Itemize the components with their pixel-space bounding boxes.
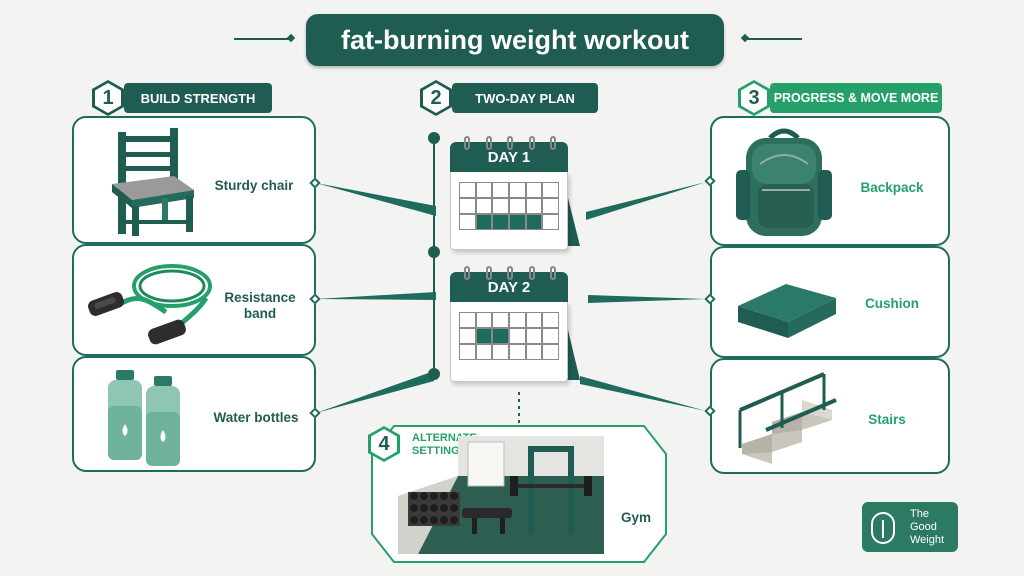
connector-stairs xyxy=(580,376,706,411)
connector-cushion xyxy=(588,295,706,303)
connector-chair xyxy=(316,183,436,216)
logo-text: The Good Weight xyxy=(910,508,944,547)
logo-line-2: Good xyxy=(910,521,937,533)
calendar-cell xyxy=(459,312,476,328)
section-4-label-line2: SETTING xyxy=(412,445,460,457)
section-3-label: PROGRESS & MOVE MORE xyxy=(770,83,942,113)
calendar-cell xyxy=(475,344,493,360)
connector-backpack xyxy=(586,182,706,220)
calendar-cell xyxy=(542,198,559,214)
item-card-backpack: Backpack xyxy=(710,116,950,246)
title-decoration-left xyxy=(234,38,292,40)
calendar-cell xyxy=(459,182,476,198)
gym-icon xyxy=(398,436,604,554)
calendar-cell-workout xyxy=(475,214,493,230)
timeline-dot xyxy=(428,246,440,258)
calendar-cell xyxy=(459,214,476,230)
calendar-cell xyxy=(542,214,559,230)
section-1-label: BUILD STRENGTH xyxy=(124,83,272,113)
calendar-cell xyxy=(508,312,526,328)
item-card-stairs: Stairs xyxy=(710,358,950,474)
calendar-cell xyxy=(508,182,526,198)
title-decoration-right xyxy=(744,38,802,40)
calendar-cell xyxy=(475,312,493,328)
section-2-badge: 2 xyxy=(420,80,452,116)
calendar-cell-workout xyxy=(508,214,526,230)
calendar-cell xyxy=(525,344,543,360)
section-2-number: 2 xyxy=(423,83,449,113)
calendar-cell-workout xyxy=(492,214,509,230)
calendar-cell xyxy=(508,328,526,344)
logo-line-1: The xyxy=(910,508,929,520)
item-card-chair: Sturdy chair xyxy=(72,116,316,244)
calendar-cell xyxy=(525,182,543,198)
calendar-cell-workout xyxy=(475,328,493,344)
calendar-cell xyxy=(525,198,543,214)
section-2-label: TWO-DAY PLAN xyxy=(452,83,598,113)
calendar-cell xyxy=(492,182,509,198)
section-1-number: 1 xyxy=(95,83,121,113)
calendar-cell xyxy=(475,198,493,214)
calendar-cell xyxy=(525,312,543,328)
item-card-bottles: Water bottles xyxy=(72,356,316,472)
item-label-stairs: Stairs xyxy=(868,412,906,427)
calendar-cell xyxy=(492,344,509,360)
calendar-cell xyxy=(542,312,559,328)
calendar-cell xyxy=(525,328,543,344)
item-card-band: Resistance band xyxy=(72,244,316,356)
timeline-dot xyxy=(428,132,440,144)
calendar-day-1-grid xyxy=(459,182,559,230)
calendar-cell xyxy=(459,198,476,214)
item-label-gym: Gym xyxy=(620,510,651,525)
calendar-day-2-grid xyxy=(459,312,559,360)
calendar-cell xyxy=(542,182,559,198)
backpack-icon xyxy=(736,128,832,236)
calendar-cell xyxy=(475,182,493,198)
section-3-number: 3 xyxy=(741,83,767,113)
cushion-icon xyxy=(738,284,836,338)
calendar-cell xyxy=(459,328,476,344)
item-label-cushion: Cushion xyxy=(865,296,919,311)
item-label-band: Resistance band xyxy=(224,290,296,321)
calendar-cell xyxy=(508,344,526,360)
resistance-band-icon xyxy=(88,264,212,345)
scale-logo-icon xyxy=(871,512,895,544)
timeline-dot xyxy=(428,368,440,380)
section-4-badge: 4 xyxy=(368,426,400,462)
calendar-day-1-body xyxy=(450,172,568,250)
stairs-icon xyxy=(738,372,837,464)
calendar-cell xyxy=(492,312,509,328)
calendar-cell-workout xyxy=(492,328,509,344)
chair-icon xyxy=(112,128,194,236)
calendar-day-2-body xyxy=(450,302,568,382)
logo-line-3: Weight xyxy=(910,534,945,546)
calendar-cell xyxy=(508,198,526,214)
item-label-backpack: Backpack xyxy=(860,180,924,195)
calendar-cell xyxy=(542,344,559,360)
calendar-cell xyxy=(542,328,559,344)
calendar-cell-workout xyxy=(525,214,543,230)
section-1-badge: 1 xyxy=(92,80,124,116)
brand-logo: The Good Weight xyxy=(862,502,958,552)
connector-bottles xyxy=(316,371,434,413)
calendar-day-2: DAY 2 xyxy=(450,266,580,384)
calendar-day-1: DAY 1 xyxy=(450,136,580,252)
page-title: fat-burning weight workout xyxy=(341,24,689,55)
item-card-cushion: Cushion xyxy=(710,246,950,358)
calendar-rings xyxy=(464,136,556,150)
calendar-cell xyxy=(492,198,509,214)
section-4-number: 4 xyxy=(371,429,397,459)
calendar-rings xyxy=(464,266,556,280)
title-banner: fat-burning weight workout xyxy=(306,14,724,66)
water-bottles-icon xyxy=(108,370,180,466)
connector-band xyxy=(316,292,436,300)
calendar-cell xyxy=(459,344,476,360)
item-label-chair: Sturdy chair xyxy=(214,178,294,193)
item-label-bottles: Water bottles xyxy=(213,410,299,425)
